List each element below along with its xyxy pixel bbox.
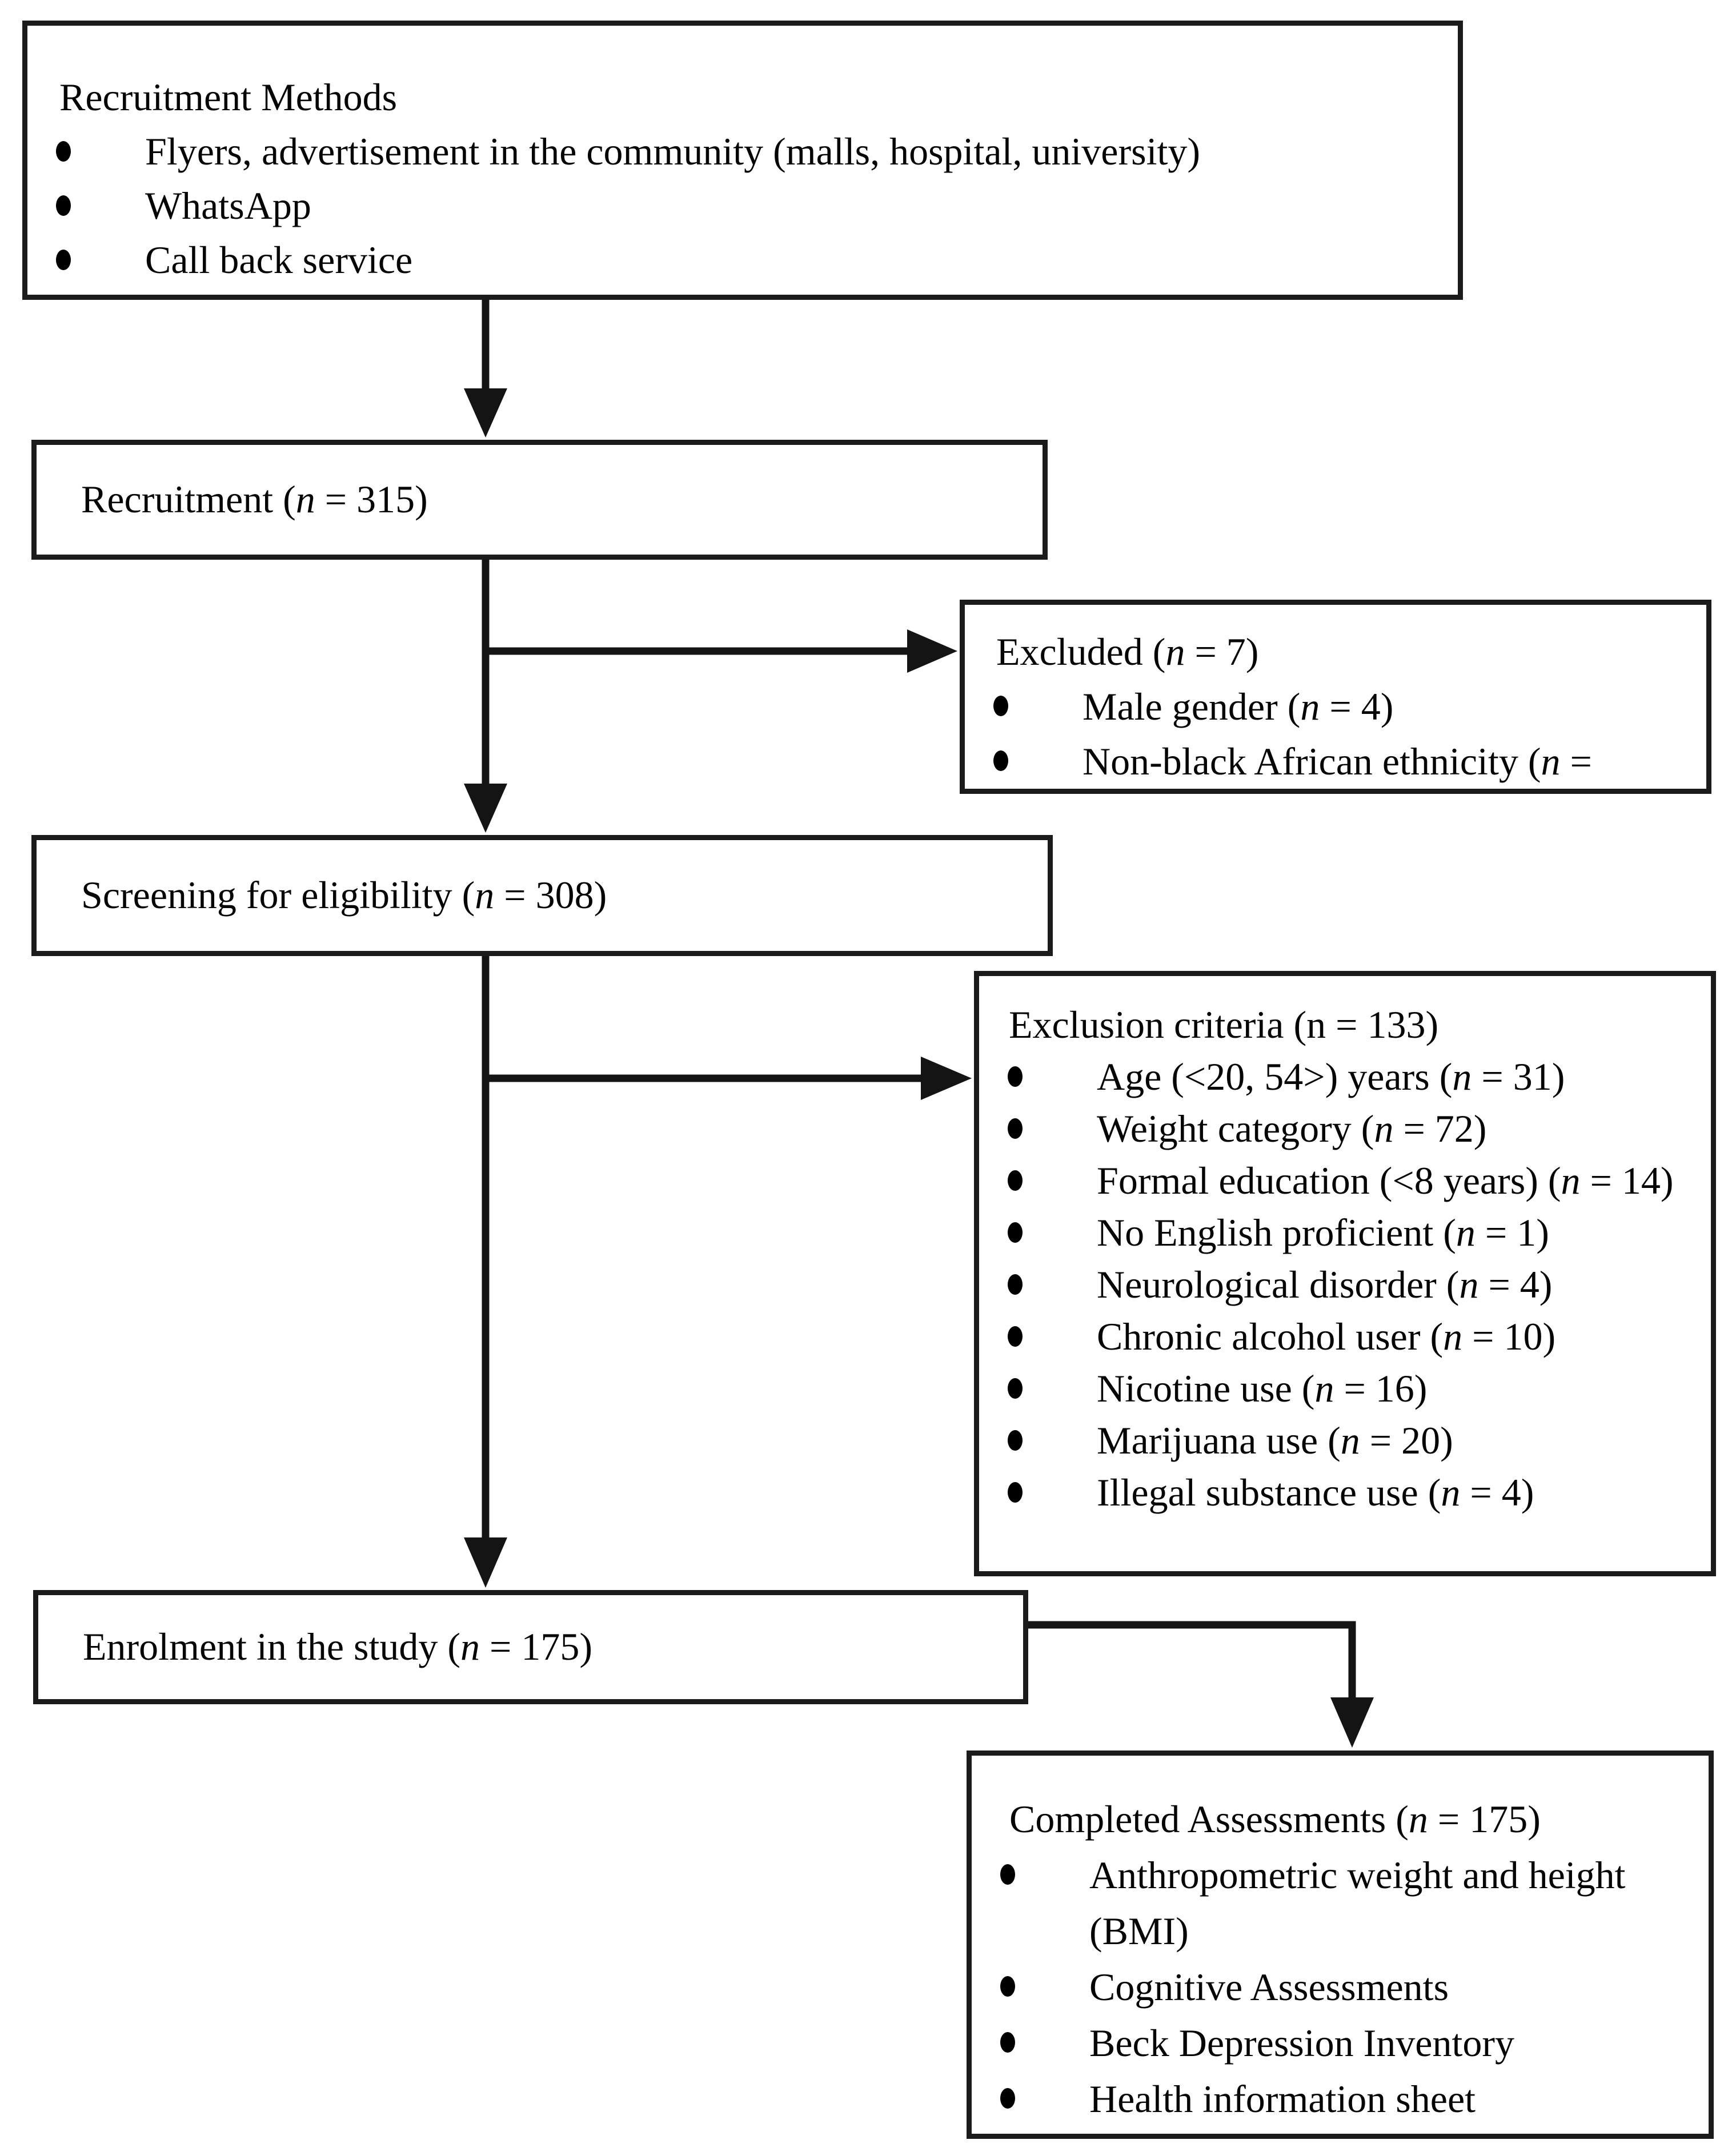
- bullet-icon: [1008, 1222, 1023, 1243]
- box-exclusion-criteria: Exclusion criteria (n = 133) Age (<20, 5…: [974, 971, 1716, 1576]
- list-item-label: Cognitive Assessments: [1089, 1965, 1449, 2009]
- list-item-label: Health information sheet: [1089, 2077, 1476, 2121]
- list-item: Nicotine use (n = 16): [979, 1363, 1711, 1415]
- list-item: Male gender (n = 4): [965, 679, 1706, 734]
- bullet-icon: [1008, 1170, 1023, 1191]
- list-item: Anthropometric weight and height (BMI): [972, 1847, 1709, 1959]
- list-item-label: Non-black African ethnicity (n =: [1083, 740, 1592, 783]
- list-item-label: Age (<20, 54>) years (n = 31): [1097, 1055, 1565, 1098]
- bullet-icon: [1008, 1326, 1023, 1347]
- list-item: Formal education (<8 years) (n = 14): [979, 1155, 1711, 1207]
- list-item-label: Neurological disorder (n = 4): [1097, 1263, 1553, 1306]
- box-completed-assessments: Completed Assessments (n = 175) Anthropo…: [967, 1751, 1714, 2139]
- list-item: Chronic alcohol user (n = 10): [979, 1311, 1711, 1363]
- list-item-label: Illegal substance use (n = 4): [1097, 1471, 1534, 1514]
- excluded-title: Excluded (n = 7): [996, 630, 1259, 673]
- list-item: Flyers, advertisement in the community (…: [27, 125, 1458, 179]
- recruitment-title: Recruitment (n = 315): [81, 477, 428, 521]
- bullet-icon: [993, 696, 1008, 716]
- bullet-icon: [56, 141, 71, 162]
- arrow-recruitment-to-screening: [464, 560, 507, 833]
- enrolment-title: Enrolment in the study (n = 175): [83, 1625, 593, 1669]
- bullet-icon: [1008, 1118, 1023, 1139]
- list-item-label: WhatsApp: [145, 184, 311, 227]
- list-item-label: Marijuana use (n = 20): [1097, 1419, 1453, 1462]
- bullet-icon: [1008, 1274, 1023, 1295]
- recruitment-methods-title: Recruitment Methods: [59, 75, 398, 119]
- connector-enrolment-to-completed: [1028, 1621, 1374, 1748]
- screening-title: Screening for eligibility (n = 308): [81, 873, 607, 917]
- exclusion-criteria-title: Exclusion criteria (n = 133): [1009, 1003, 1439, 1046]
- list-item: Health information sheet: [972, 2071, 1709, 2127]
- completed-assessments-title: Completed Assessments (n = 175): [1009, 1797, 1541, 1841]
- box-excluded: Excluded (n = 7) Male gender (n = 4) Non…: [960, 600, 1711, 794]
- bullet-icon: [1008, 1430, 1023, 1451]
- bullet-icon: [1000, 1976, 1015, 1997]
- list-item: Illegal substance use (n = 4): [979, 1467, 1711, 1519]
- list-item: Beck Depression Inventory: [972, 2015, 1709, 2071]
- list-item: Marijuana use (n = 20): [979, 1415, 1711, 1467]
- list-item-label: Male gender (n = 4): [1083, 685, 1394, 728]
- arrow-branch-to-exclusion-criteria: [486, 1057, 972, 1100]
- list-item: Age (<20, 54>) years (n = 31): [979, 1051, 1711, 1103]
- list-item-label: Chronic alcohol user (n = 10): [1097, 1315, 1556, 1358]
- bullet-icon: [1000, 2032, 1015, 2053]
- arrow-methods-to-recruitment: [464, 297, 507, 437]
- list-item: Weight category (n = 72): [979, 1103, 1711, 1155]
- list-item-label: Beck Depression Inventory: [1089, 2021, 1515, 2065]
- list-item: Cognitive Assessments: [972, 1959, 1709, 2015]
- bullet-icon: [56, 250, 71, 270]
- bullet-icon: [1008, 1066, 1023, 1087]
- box-recruitment: Recruitment (n = 315): [31, 440, 1048, 560]
- list-item-label: Nicotine use (n = 16): [1097, 1367, 1428, 1410]
- arrow-screening-to-enrolment: [464, 956, 507, 1588]
- bullet-icon: [1000, 2088, 1015, 2109]
- list-item-label: Anthropometric weight and height (BMI): [1089, 1853, 1626, 1953]
- box-enrolment: Enrolment in the study (n = 175): [33, 1590, 1028, 1704]
- list-item-label: Flyers, advertisement in the community (…: [145, 130, 1201, 173]
- list-item: Call back service: [27, 233, 1458, 287]
- box-recruitment-methods: Recruitment Methods Flyers, advertisemen…: [22, 21, 1463, 300]
- list-item: No English proficient (n = 1): [979, 1207, 1711, 1259]
- list-item: Neurological disorder (n = 4): [979, 1259, 1711, 1311]
- bullet-icon: [1008, 1378, 1023, 1399]
- list-item: WhatsApp: [27, 179, 1458, 233]
- box-screening: Screening for eligibility (n = 308): [31, 835, 1053, 956]
- arrow-branch-to-excluded: [486, 629, 957, 673]
- list-item-label: Formal education (<8 years) (n = 14): [1097, 1159, 1674, 1202]
- bullet-icon: [1008, 1482, 1023, 1503]
- list-item-label: Weight category (n = 72): [1097, 1107, 1487, 1150]
- bullet-icon: [993, 750, 1008, 771]
- list-item-label: Call back service: [145, 238, 413, 282]
- list-item-label: No English proficient (n = 1): [1097, 1211, 1549, 1254]
- bullet-icon: [1000, 1864, 1015, 1885]
- bullet-icon: [56, 195, 71, 216]
- list-item: Non-black African ethnicity (n =: [965, 734, 1706, 789]
